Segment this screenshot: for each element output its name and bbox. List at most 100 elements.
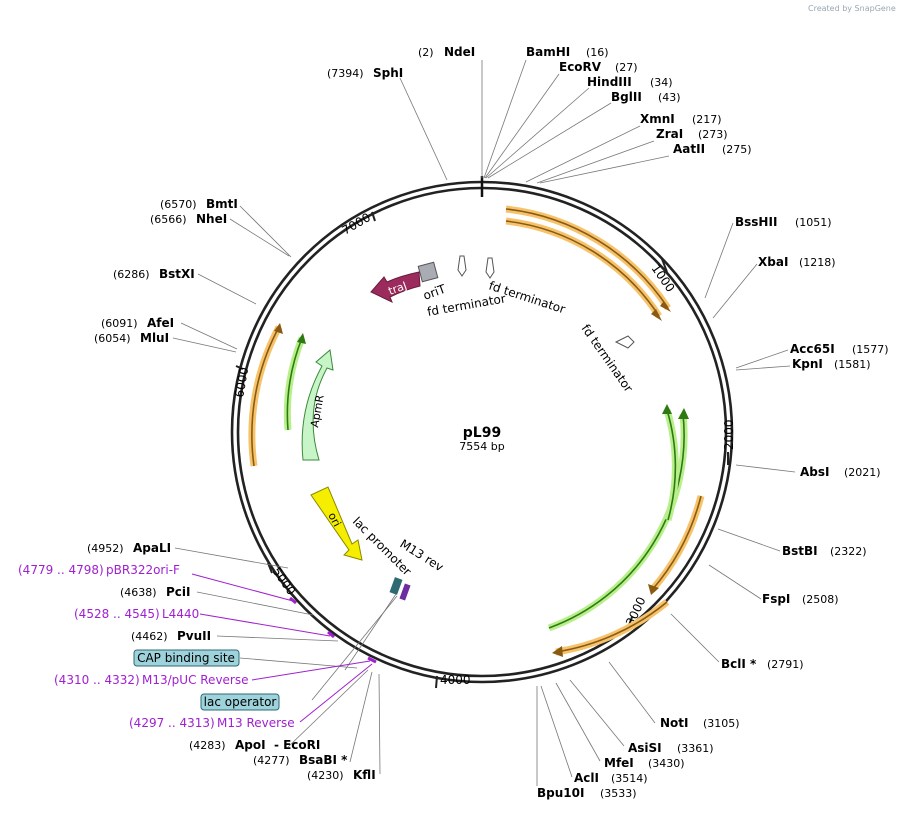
- enzyme-ecorv: EcoRV: [559, 60, 602, 74]
- svg-text:(3105): (3105): [703, 717, 740, 730]
- svg-text:(7394): (7394): [327, 67, 364, 80]
- plasmid-name: pL99: [463, 425, 501, 441]
- enzyme-absi: AbsI: [800, 465, 829, 479]
- leader-lines: [172, 59, 796, 786]
- plasmid-length: 7554 bp: [459, 440, 504, 453]
- cap-binding-site-box: [133, 649, 240, 667]
- enzyme-sphi: SphI: [373, 66, 403, 80]
- enzyme-fspi: FspI: [762, 592, 790, 606]
- primer-pbr322ori-f: pBR322ori-F: [106, 563, 180, 577]
- primer-labels: (4779 .. 4798) pBR322ori-F (4528 .. 4545…: [18, 563, 295, 730]
- green-feature-arcs: [283, 333, 689, 632]
- m13-rev-marker: [399, 583, 411, 601]
- svg-text:(4952): (4952): [87, 542, 124, 555]
- tick-label-5000: 5000: [270, 565, 299, 598]
- apmr-arrow: [301, 349, 334, 461]
- svg-text:(27): (27): [615, 61, 638, 74]
- tick-label-4000: 4000: [440, 673, 471, 687]
- enzyme-mfei: MfeI: [604, 756, 634, 770]
- svg-text:(4779 .. 4798): (4779 .. 4798): [18, 563, 104, 577]
- svg-text:(6566): (6566): [150, 213, 187, 226]
- enzyme-acli: AclI: [574, 771, 599, 785]
- enzyme-asisi: AsiSI: [628, 741, 662, 755]
- enzyme-acc65i: Acc65I: [790, 342, 835, 356]
- svg-text:(3533): (3533): [600, 787, 637, 800]
- fd-terminator-1-marker: [457, 255, 467, 277]
- enzyme-afei: AfeI: [147, 316, 174, 330]
- svg-text:(6570): (6570): [160, 198, 197, 211]
- enzyme-bamhi: BamHI: [526, 45, 570, 59]
- enzyme-bcli: BclI *: [721, 657, 757, 671]
- svg-text:(1577): (1577): [852, 343, 889, 356]
- enzyme-kfli: KflI: [353, 768, 376, 782]
- enzyme-bstxi: BstXI: [159, 267, 195, 281]
- svg-text:(4638): (4638): [120, 586, 157, 599]
- svg-text:(2791): (2791): [767, 658, 804, 671]
- svg-text:(2021): (2021): [844, 466, 881, 479]
- orit-box: [417, 261, 439, 283]
- trai-arrow: [370, 271, 421, 304]
- svg-text:(4283): (4283): [189, 739, 226, 752]
- svg-text:(16): (16): [586, 46, 609, 59]
- fd-terminator-3-marker: [614, 335, 635, 349]
- primer-m13-puc-reverse: M13/pUC Reverse: [142, 673, 249, 687]
- svg-text:(1581): (1581): [834, 358, 871, 371]
- orit-label: oriT: [421, 282, 448, 303]
- enzyme-bstbi: BstBI: [782, 544, 818, 558]
- enzyme-pcii: PciI: [166, 585, 191, 599]
- primer-m13-reverse: M13 Reverse: [217, 716, 295, 730]
- tick-label-6000: 6000: [232, 366, 251, 399]
- svg-text:(2508): (2508): [802, 593, 839, 606]
- enzyme-kpni: KpnI: [792, 357, 823, 371]
- svg-text:(4310 .. 4332): (4310 .. 4332): [54, 673, 140, 687]
- svg-text:(217): (217): [692, 113, 722, 126]
- enzyme-pvuii: PvuII: [177, 629, 211, 643]
- credit-text: Created by SnapGene: [808, 4, 896, 13]
- primer-leader-lines: [191, 573, 377, 723]
- svg-text:(6286): (6286): [113, 268, 150, 281]
- enzyme-apali: ApaLI: [133, 541, 171, 555]
- lac-operator-label: lac operator: [204, 695, 277, 709]
- cap-binding-site-label: CAP binding site: [137, 651, 235, 665]
- svg-text:(1051): (1051): [795, 216, 832, 229]
- svg-text:(4528 .. 4545): (4528 .. 4545): [74, 607, 160, 621]
- svg-text:(275): (275): [722, 143, 752, 156]
- svg-text:(4462): (4462): [131, 630, 168, 643]
- svg-text:(34): (34): [650, 76, 673, 89]
- svg-text:(3430): (3430): [648, 757, 685, 770]
- enzyme-nhei: NheI: [196, 212, 227, 226]
- enzyme-mlui: MluI: [140, 331, 169, 345]
- enzyme-bsabi: BsaBI *: [299, 753, 348, 767]
- enzyme-bglii: BglII: [611, 90, 642, 104]
- enzyme-apoi-ecori: ApoI - EcoRI: [235, 738, 320, 752]
- lac-operator-box: [200, 693, 280, 711]
- enzyme-xbai: XbaI: [758, 255, 788, 269]
- svg-text:(1218): (1218): [799, 256, 836, 269]
- svg-text:(6091): (6091): [101, 317, 138, 330]
- primer-l4440: L4440: [162, 607, 199, 621]
- svg-text:(3514): (3514): [611, 772, 648, 785]
- fd-terminator-label-3: fd terminator: [579, 322, 636, 395]
- tick-label-2000: 2000: [722, 419, 736, 450]
- svg-text:(4297 .. 4313): (4297 .. 4313): [129, 716, 215, 730]
- enzyme-bsshii: BssHII: [735, 215, 777, 229]
- apmr-label: ApmR: [308, 394, 327, 429]
- enzyme-ndei: NdeI: [444, 45, 475, 59]
- svg-text:(6054): (6054): [94, 332, 131, 345]
- enzyme-labels-right: BamHI (16) EcoRV (27) HindIII (34) BglII…: [526, 45, 889, 800]
- ori-arrow: [310, 486, 363, 561]
- enzyme-bpu10i: Bpu10I: [537, 786, 584, 800]
- ori-label: ori: [325, 510, 343, 529]
- tick-label-7000: 7000: [340, 210, 373, 237]
- enzyme-zrai: ZraI: [656, 127, 683, 141]
- enzyme-hindiii: HindIII: [587, 75, 632, 89]
- fd-terminator-2-marker: [485, 257, 495, 279]
- svg-text:(3361): (3361): [677, 742, 714, 755]
- traj-label: traJ: [387, 279, 409, 298]
- svg-text:(43): (43): [658, 91, 681, 104]
- orange-feature-arcs: [248, 205, 705, 657]
- enzyme-xmni: XmnI: [640, 112, 675, 126]
- svg-text:(4230): (4230): [307, 769, 344, 782]
